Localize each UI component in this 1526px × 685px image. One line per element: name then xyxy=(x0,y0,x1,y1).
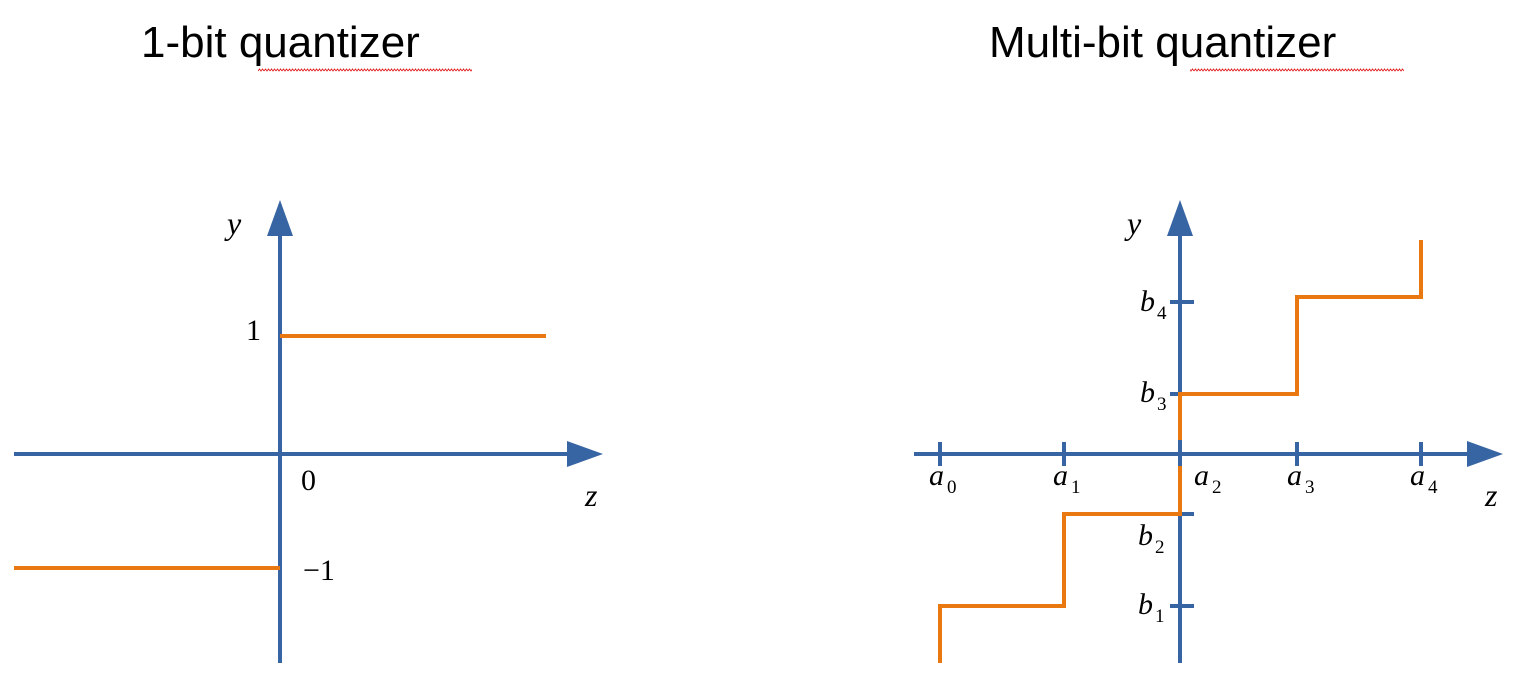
right-y-axis-arrow xyxy=(1167,200,1193,236)
left-label-one: 1 xyxy=(246,314,261,347)
left-x-axis-arrow xyxy=(567,441,603,467)
left-y-axis-arrow xyxy=(267,200,293,236)
right-y-axis-label: y xyxy=(1124,205,1142,241)
right-spellcheck-underline xyxy=(1190,68,1404,72)
left-label-minus-one: −1 xyxy=(303,554,335,587)
right-title-prefix: Multi-bit xyxy=(989,18,1156,67)
left-x-axis-label: z xyxy=(584,477,598,513)
left-title-word: quantizer xyxy=(238,18,420,67)
right-title-word: quantizer xyxy=(1155,18,1337,67)
right-staircase-upper xyxy=(1178,240,1423,440)
left-title-prefix: 1-bit xyxy=(141,18,239,67)
right-staircase-lower xyxy=(938,466,1182,663)
right-x-axis-label: z xyxy=(1484,477,1498,513)
left-spellcheck-underline xyxy=(258,68,472,72)
left-quantizer-plot: y z 1 0 −1 xyxy=(14,200,603,663)
right-panel-title: Multi-bit quantizer xyxy=(989,18,1336,68)
left-label-zero: 0 xyxy=(301,464,316,497)
right-x-axis-arrow xyxy=(1467,441,1503,467)
left-y-axis-label: y xyxy=(224,205,242,241)
left-panel-title: 1-bit quantizer xyxy=(141,18,420,68)
